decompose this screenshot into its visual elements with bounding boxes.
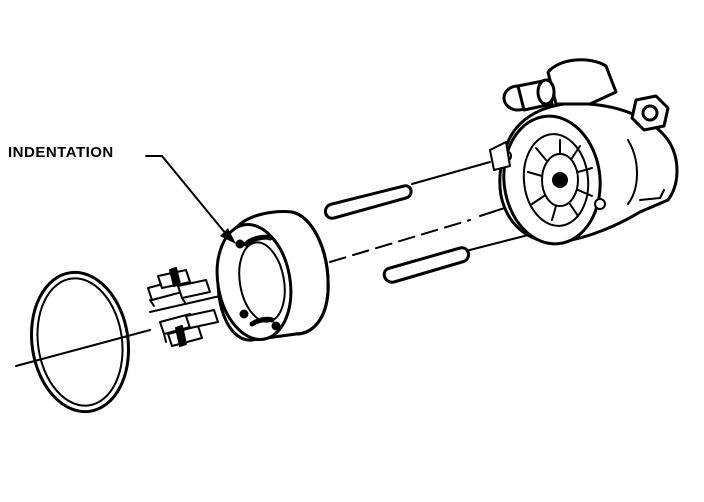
o-ring-seal	[29, 270, 131, 414]
dowel-pins	[324, 184, 470, 284]
dowel-pin-lower	[382, 246, 470, 284]
pump-vanes	[147, 267, 221, 347]
callout-arrowhead	[220, 228, 236, 244]
vane-upper-group	[147, 267, 211, 307]
rotor-hub	[527, 139, 593, 221]
vane-lower-group	[159, 309, 219, 347]
callout-leader	[145, 155, 236, 244]
pump-housing	[489, 58, 679, 246]
indentation-label: INDENTATION	[8, 144, 114, 161]
cam-ring	[215, 210, 330, 342]
dowel-pin-upper	[324, 184, 413, 220]
